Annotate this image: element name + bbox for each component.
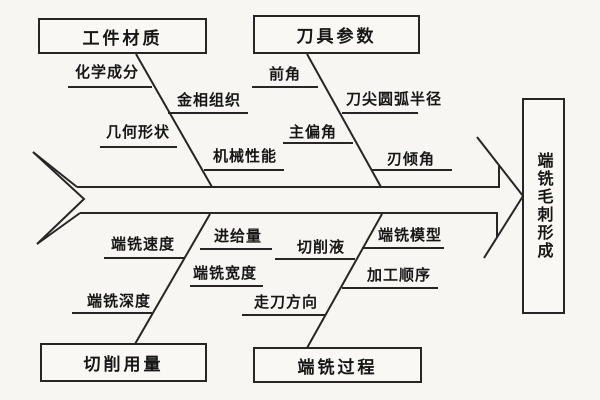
factor-label: 端铣速度 — [111, 235, 176, 253]
bone-top-right — [306, 53, 382, 188]
arrowhead-lower — [483, 195, 524, 259]
factor-label: 端铣深度 — [87, 292, 152, 310]
tail-chevron — [32, 151, 86, 245]
factor-label: 加工顺序 — [367, 266, 432, 284]
category-box-tool-parameters: 刀具参数 — [253, 15, 420, 54]
bone-bottom-left — [134, 213, 211, 345]
factor-label: 主偏角 — [289, 123, 338, 141]
factor-label: 端铣模型 — [378, 226, 443, 244]
effect-box-burr-formation: 端铣毛刺形成 — [522, 98, 565, 314]
category-box-workpiece-material: 工件材质 — [38, 18, 207, 54]
spine-top-edge — [77, 166, 500, 188]
bone-bottom-right — [306, 213, 383, 349]
tail-upper-connector — [32, 151, 78, 188]
arrowhead-upper — [476, 136, 524, 197]
factor-label: 化学成分 — [75, 63, 140, 81]
factor-label: 切削液 — [297, 238, 346, 256]
bone-top-left — [135, 53, 213, 188]
factor-label: 前角 — [269, 65, 302, 83]
factor-label: 刀尖圆弧半径 — [346, 90, 443, 108]
factor-label: 金相组织 — [177, 91, 242, 109]
factor-label: 端铣宽度 — [193, 264, 258, 282]
factor-label: 走刀方向 — [254, 293, 319, 311]
factor-label: 刃倾角 — [387, 150, 436, 168]
factor-label: 机械性能 — [213, 147, 278, 165]
spine-bottom-edge — [80, 212, 498, 237]
category-box-milling-process: 端铣过程 — [253, 347, 422, 383]
factor-label: 几何形状 — [106, 123, 171, 141]
tail-lower-connector — [36, 212, 81, 245]
category-box-cutting-amount: 切削用量 — [40, 343, 207, 382]
factor-label: 进给量 — [214, 227, 263, 245]
